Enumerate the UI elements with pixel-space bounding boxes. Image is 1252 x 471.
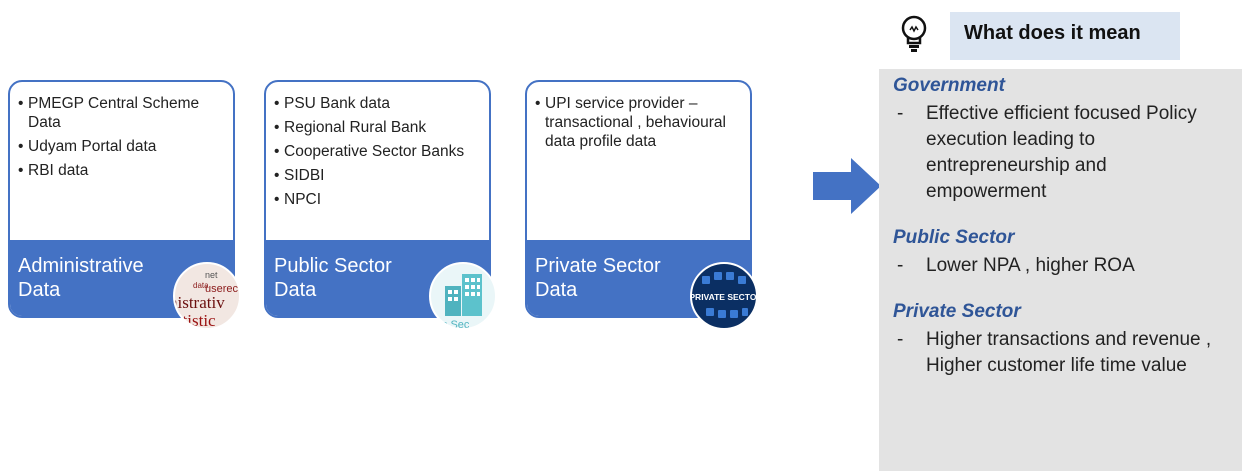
administrative-statistics-word-cloud-icon: net data usereco nistrativ atistic bbox=[173, 262, 241, 330]
dash-bullet: - bbox=[897, 255, 904, 276]
public-sector-buildings-icon: lic Sec bbox=[429, 262, 497, 330]
bullet-icon: • bbox=[18, 95, 24, 112]
card-title: Administrative Data bbox=[18, 255, 144, 301]
section-gap bbox=[893, 205, 1230, 227]
private-sector-data-card: •UPI service provider – transactional , … bbox=[525, 80, 758, 330]
svg-text:nistrativ: nistrativ bbox=[175, 293, 225, 312]
section-gap bbox=[893, 279, 1230, 301]
private-sector-icon: PRIVATE SECTOR bbox=[690, 262, 758, 330]
right-arrow-icon bbox=[813, 158, 881, 214]
bullet-icon: • bbox=[18, 162, 24, 179]
dash-bullet: - bbox=[897, 329, 904, 350]
section-item: -Effective efficient focused Policy exec… bbox=[897, 103, 1197, 202]
bullet-icon: • bbox=[274, 143, 280, 160]
section-item: -Higher transactions and revenue , Highe… bbox=[897, 329, 1212, 376]
list-item: •Cooperative Sector Banks bbox=[274, 143, 465, 160]
section-heading-private-sector: Private Sector bbox=[893, 301, 1021, 322]
card-title: Private Sector Data bbox=[535, 255, 661, 301]
administrative-data-card: •PMEGP Central Scheme Data •Udyam Portal… bbox=[8, 80, 241, 330]
card-item-list: •UPI service provider – transactional , … bbox=[535, 94, 742, 151]
svg-text:atistic: atistic bbox=[175, 311, 216, 330]
section-heading-government: Government bbox=[893, 75, 1005, 96]
card-item-area: •PSU Bank data •Regional Rural Bank •Coo… bbox=[266, 82, 489, 242]
card-item-area: •PMEGP Central Scheme Data •Udyam Portal… bbox=[10, 82, 233, 242]
card-item-list: •PSU Bank data •Regional Rural Bank •Coo… bbox=[274, 94, 481, 209]
bullet-icon: • bbox=[535, 95, 541, 112]
section-item: -Lower NPA , higher ROA bbox=[893, 253, 1230, 279]
public-sector-data-card: •PSU Bank data •Regional Rural Bank •Coo… bbox=[264, 80, 497, 330]
bullet-icon: • bbox=[274, 191, 280, 208]
word-cloud-graphic: net data usereco nistrativ atistic bbox=[175, 270, 241, 330]
buildings-graphic: lic Sec bbox=[437, 274, 482, 330]
svg-text:data: data bbox=[193, 281, 209, 290]
list-item: •UPI service provider – transactional , … bbox=[535, 95, 726, 150]
bullet-icon: • bbox=[274, 95, 280, 112]
list-item: •NPCI bbox=[274, 191, 322, 208]
list-item: •RBI data bbox=[18, 162, 89, 179]
list-item: •SIDBI bbox=[274, 167, 325, 184]
list-item: •PMEGP Central Scheme Data bbox=[18, 95, 200, 131]
svg-text:net: net bbox=[205, 270, 218, 280]
svg-text:usereco: usereco bbox=[205, 283, 241, 295]
bullet-icon: • bbox=[18, 138, 24, 155]
card-title: Public Sector Data bbox=[274, 255, 392, 301]
bullet-icon: • bbox=[274, 119, 280, 136]
list-item: •Udyam Portal data bbox=[18, 138, 157, 155]
svg-text:lic Sec: lic Sec bbox=[437, 319, 470, 330]
lightbulb-icon bbox=[901, 15, 927, 52]
dash-bullet: - bbox=[897, 103, 904, 124]
list-item: •PSU Bank data bbox=[274, 95, 390, 112]
bullet-icon: • bbox=[274, 167, 280, 184]
card-item-area: •UPI service provider – transactional , … bbox=[527, 82, 750, 242]
card-item-list: •PMEGP Central Scheme Data •Udyam Portal… bbox=[18, 94, 225, 180]
list-item: •Regional Rural Bank bbox=[274, 119, 427, 136]
private-sector-graphic: PRIVATE SECTOR bbox=[692, 272, 758, 318]
svg-text:PRIVATE SECTOR: PRIVATE SECTOR bbox=[692, 292, 758, 302]
section-heading-public-sector: Public Sector bbox=[893, 227, 1015, 248]
what-does-it-mean-header: What does it mean bbox=[950, 12, 1180, 60]
meaning-panel: Government -Effective efficient focused … bbox=[879, 69, 1242, 471]
